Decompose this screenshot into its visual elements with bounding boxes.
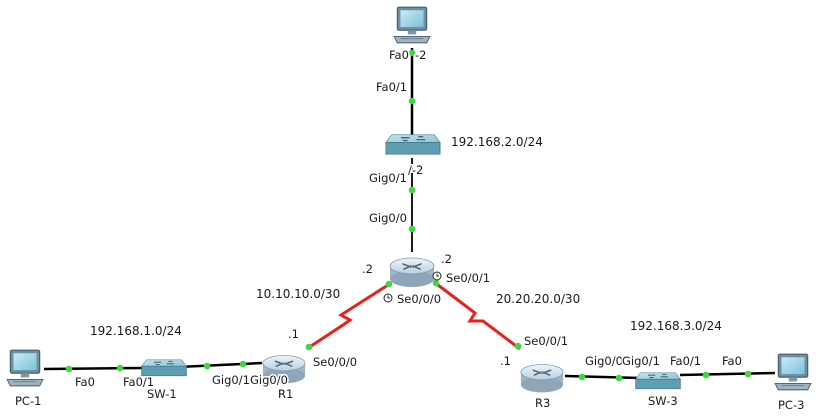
router-center[interactable] xyxy=(389,257,435,288)
port-label: Gig0/0 xyxy=(585,354,623,368)
device-label-pc1: PC-1 xyxy=(15,394,41,408)
device-label-pc3: PC-3 xyxy=(778,398,804,412)
switch-mid[interactable] xyxy=(385,134,441,155)
link-light xyxy=(116,364,124,372)
host-label: .1 xyxy=(500,354,511,368)
port-label: Fa0 xyxy=(722,354,742,368)
port-label: /-2 xyxy=(408,163,423,177)
device-label-r1: R1 xyxy=(278,387,293,401)
link-light xyxy=(203,362,211,370)
port-label: Se0/0/0 xyxy=(397,292,441,306)
pc-top[interactable] xyxy=(393,6,431,44)
device-label-sw1: SW-1 xyxy=(147,387,177,401)
clock-icon xyxy=(432,271,442,281)
network-label-wan-right: 20.20.20.0/30 xyxy=(496,292,580,306)
port-label: Fa0/1 xyxy=(123,375,154,389)
port-label: Gig0/1 xyxy=(369,171,407,185)
link-light xyxy=(702,371,710,379)
link-light xyxy=(408,49,416,57)
link-light xyxy=(239,360,247,368)
host-label: .2 xyxy=(441,252,452,266)
link-r1-sw1[interactable] xyxy=(177,361,263,369)
device-label-r3: R3 xyxy=(535,396,550,410)
port-label: Gig0/0 xyxy=(250,373,288,387)
pc-icon xyxy=(393,6,431,44)
links xyxy=(43,48,776,380)
port-label: Fa0 xyxy=(75,375,95,389)
device-label-sw3: SW-3 xyxy=(648,394,678,408)
link-light xyxy=(408,97,416,105)
link-serial-r1-center[interactable] xyxy=(307,283,389,350)
port-label: Se0/0/1 xyxy=(524,334,568,348)
port-label: Gig0/0 xyxy=(369,211,407,225)
network-label-lan-top: 192.168.2.0/24 xyxy=(451,135,543,149)
port-label: Se0/0/1 xyxy=(446,271,490,285)
link-r3-sw3[interactable] xyxy=(564,374,641,380)
switch-icon xyxy=(385,134,441,155)
network-label-lan-left: 192.168.1.0/24 xyxy=(90,324,182,338)
switch-sw1[interactable] xyxy=(140,359,188,377)
link-light xyxy=(744,370,752,378)
link-sw1-pc1[interactable] xyxy=(43,366,146,371)
host-label: .1 xyxy=(288,327,299,341)
pc-icon xyxy=(6,349,44,387)
port-label: Gig0/1 xyxy=(212,373,250,387)
port-label: Se0/0/0 xyxy=(313,355,357,369)
link-light xyxy=(65,365,73,373)
pc-pc3[interactable] xyxy=(774,353,812,391)
link-light xyxy=(408,186,416,194)
link-serial-center-r3[interactable] xyxy=(437,283,521,351)
link-light xyxy=(305,343,313,351)
switch-icon xyxy=(140,359,188,377)
link-light xyxy=(578,373,586,381)
port-label: Fa0/1 xyxy=(376,80,407,94)
router-icon xyxy=(520,363,564,394)
port-label: -2 xyxy=(415,48,426,62)
router-r3[interactable] xyxy=(520,363,564,394)
port-label: Fa0/1 xyxy=(670,354,701,368)
network-label-lan-right: 192.168.3.0/24 xyxy=(630,319,722,333)
router-icon xyxy=(389,257,435,288)
network-label-wan-left: 10.10.10.0/30 xyxy=(256,287,340,301)
host-label: .2 xyxy=(362,262,373,276)
pc-icon xyxy=(774,353,812,391)
link-light xyxy=(385,280,393,288)
switch-icon xyxy=(635,372,681,390)
link-sw3-pc3[interactable] xyxy=(679,371,776,377)
link-light xyxy=(432,279,440,287)
link-light xyxy=(615,374,623,382)
port-label: Gig0/1 xyxy=(622,354,660,368)
link-light xyxy=(514,342,522,350)
link-light xyxy=(408,225,416,233)
pc-pc1[interactable] xyxy=(6,349,44,387)
link-lights xyxy=(65,49,752,382)
port-label: Fa0 xyxy=(389,48,409,62)
switch-sw3[interactable] xyxy=(635,372,681,390)
clock-icon xyxy=(383,293,393,303)
